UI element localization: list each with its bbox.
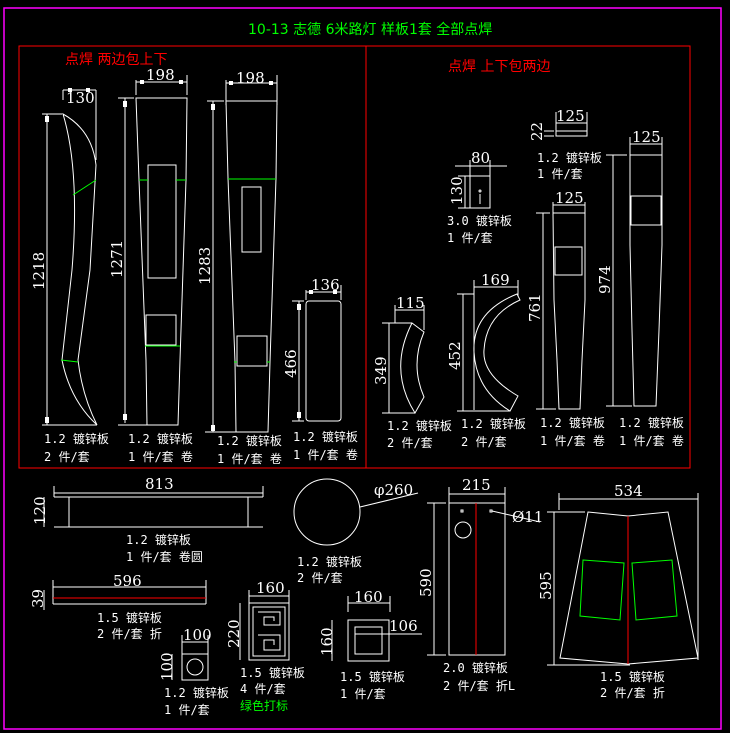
dim-height: 466 xyxy=(282,349,300,378)
dim-width: 160 xyxy=(256,579,285,597)
part-frame-160: 160 106 160 1.5 镀锌板 1 件/套 xyxy=(318,588,422,701)
dim-height: 220 xyxy=(225,619,243,648)
part-panel-136: 136 466 1.2 镀锌板 1 件/套 卷 xyxy=(282,276,358,462)
svg-text:1.2 镀锌板: 1.2 镀锌板 xyxy=(164,686,229,700)
svg-text:2 件/套: 2 件/套 xyxy=(461,435,507,449)
svg-text:2 件/套: 2 件/套 xyxy=(44,450,90,464)
part-tube-125-761: 125 761 1.2 镀锌板 1 件/套 卷 xyxy=(526,189,605,448)
part-trapezoid-534: 534 595 1.5 镀锌板 2 件/套 折 xyxy=(537,482,699,700)
svg-text:4 件/套: 4 件/套 xyxy=(240,682,286,696)
svg-text:1 件/套 卷: 1 件/套 卷 xyxy=(619,433,684,448)
part-band-813: 813 120 1.2 镀锌板 1 件/套 卷圆 xyxy=(31,475,264,564)
part-strip-596: 596 39 1.5 镀锌板 2 件/套 折 xyxy=(29,572,207,641)
svg-text:1.5 镀锌板: 1.5 镀锌板 xyxy=(97,611,162,625)
svg-text:1.2 镀锌板: 1.2 镀锌板 xyxy=(540,416,605,430)
svg-text:1.2 镀锌板: 1.2 镀锌板 xyxy=(619,416,684,430)
dim-hole: Ø11 xyxy=(512,508,543,526)
weld-frame xyxy=(18,45,691,469)
dim-width: 130 xyxy=(66,89,95,107)
svg-text:1 件/套: 1 件/套 xyxy=(340,687,386,701)
svg-text:1.2 镀锌板: 1.2 镀锌板 xyxy=(128,432,193,446)
svg-text:2 件/套 折: 2 件/套 折 xyxy=(600,685,665,700)
svg-text:1.2 镀锌板: 1.2 镀锌板 xyxy=(461,417,526,431)
svg-text:3.0 镀锌板: 3.0 镀锌板 xyxy=(447,214,512,228)
dim-width: 125 xyxy=(556,107,585,125)
svg-text:1 件/套: 1 件/套 xyxy=(164,703,210,717)
green-marking-note: 绿色打标 xyxy=(240,698,288,713)
part-tube-198-a: 198 1271 1.2 镀锌板 1 件/套 卷 xyxy=(108,66,193,464)
dim-inner: 106 xyxy=(389,617,418,635)
drawing-title: 10-13 志德 6米路灯 样板1套 全部点焊 xyxy=(248,21,492,38)
part-square-100: 100 100 1.2 镀锌板 1 件/套 xyxy=(158,626,229,717)
part-arc-169: 169 452 1.2 镀锌板 2 件/套 xyxy=(446,271,526,449)
part-tube-198-b: 198 1283 1.2 镀锌板 1 件/套 卷 xyxy=(196,69,282,466)
dim-height: 590 xyxy=(417,568,435,597)
svg-text:1.2 镀锌板: 1.2 镀锌板 xyxy=(293,430,358,444)
part-arc-115: 115 349 1.2 镀锌板 2 件/套 xyxy=(372,294,452,450)
left-panel-note: 点焊 两边包上下 xyxy=(65,52,167,68)
part-plate-215: 215 590 Ø11 2.0 镀锌板 2 件/套 折L xyxy=(417,476,543,693)
svg-text:1 件/套 卷: 1 件/套 卷 xyxy=(128,449,193,464)
dim-width: 534 xyxy=(614,482,643,500)
dim-height: 974 xyxy=(596,265,614,294)
svg-text:1 件/套: 1 件/套 xyxy=(537,167,583,181)
svg-text:1.2 镀锌板: 1.2 镀锌板 xyxy=(537,151,602,165)
part-tube-125-974: 125 974 1.2 镀锌板 1 件/套 卷 xyxy=(596,128,684,448)
dim-height: 100 xyxy=(158,652,176,681)
dim-width: 160 xyxy=(354,588,383,606)
dim-height: 1283 xyxy=(196,247,214,285)
svg-text:1.5 镀锌板: 1.5 镀锌板 xyxy=(600,670,665,684)
dim-width: 125 xyxy=(632,128,661,146)
svg-text:1 件/套 卷: 1 件/套 卷 xyxy=(540,433,605,448)
dim-width: 169 xyxy=(481,271,510,289)
part-curved-blade: 130 1218 1.2 镀锌板 2 件/套 xyxy=(30,88,109,464)
svg-text:1.5 镀锌板: 1.5 镀锌板 xyxy=(240,666,305,680)
dim-height: 452 xyxy=(446,341,464,370)
svg-text:2 件/套 折: 2 件/套 折 xyxy=(97,626,162,641)
svg-text:1.2 镀锌板: 1.2 镀锌板 xyxy=(217,434,282,448)
dim-diameter: φ260 xyxy=(374,481,413,499)
dim-height: 349 xyxy=(372,356,390,385)
dim-width: 80 xyxy=(471,149,490,167)
svg-text:2 件/套 折L: 2 件/套 折L xyxy=(443,678,515,693)
part-plate-80: 80 130 3.0 镀锌板 1 件/套 xyxy=(447,149,512,245)
part-pattern-160: 160 220 1.5 镀锌板 4 件/套 绿色打标 xyxy=(225,579,305,713)
svg-text:1 件/套 卷: 1 件/套 卷 xyxy=(293,447,358,462)
svg-text:1.5 镀锌板: 1.5 镀锌板 xyxy=(340,670,405,684)
dim-height: 130 xyxy=(448,176,466,205)
outer-border xyxy=(3,7,722,730)
dim-width: 100 xyxy=(183,626,212,644)
dim-height: 1218 xyxy=(30,252,48,290)
dim-height: 120 xyxy=(31,496,49,525)
dim-height: 595 xyxy=(537,571,555,600)
svg-text:1.2 镀锌板: 1.2 镀锌板 xyxy=(126,533,191,547)
svg-text:1.2 镀锌板: 1.2 镀锌板 xyxy=(44,432,109,446)
part-strip-125: 125 22 1.2 镀锌板 1 件/套 xyxy=(528,107,602,181)
dim-width: 198 xyxy=(146,66,175,84)
dim-width: 125 xyxy=(555,189,584,207)
dim-width: 596 xyxy=(113,572,142,590)
svg-text:1.2 镀锌板: 1.2 镀锌板 xyxy=(387,419,452,433)
dim-height: 22 xyxy=(528,122,546,141)
svg-text:1 件/套: 1 件/套 xyxy=(447,231,493,245)
svg-text:2.0 镀锌板: 2.0 镀锌板 xyxy=(443,661,508,675)
svg-text:1.2 镀锌板: 1.2 镀锌板 xyxy=(297,555,362,569)
dim-width: 198 xyxy=(236,69,265,87)
dim-width: 136 xyxy=(311,276,340,294)
dim-width: 115 xyxy=(396,294,425,312)
dim-height: 160 xyxy=(318,627,336,656)
part-disc-260: φ260 1.2 镀锌板 2 件/套 xyxy=(293,478,419,585)
svg-text:2 件/套: 2 件/套 xyxy=(297,571,343,585)
dim-height: 1271 xyxy=(108,240,126,278)
dim-height: 39 xyxy=(29,589,47,608)
svg-text:1 件/套 卷: 1 件/套 卷 xyxy=(217,451,282,466)
dim-width: 215 xyxy=(462,476,491,494)
svg-text:2 件/套: 2 件/套 xyxy=(387,436,433,450)
svg-text:1 件/套 卷圆: 1 件/套 卷圆 xyxy=(126,549,203,564)
right-panel-note: 点焊 上下包两边 xyxy=(448,59,550,75)
dim-width: 813 xyxy=(145,475,174,493)
dim-height: 761 xyxy=(526,293,544,322)
